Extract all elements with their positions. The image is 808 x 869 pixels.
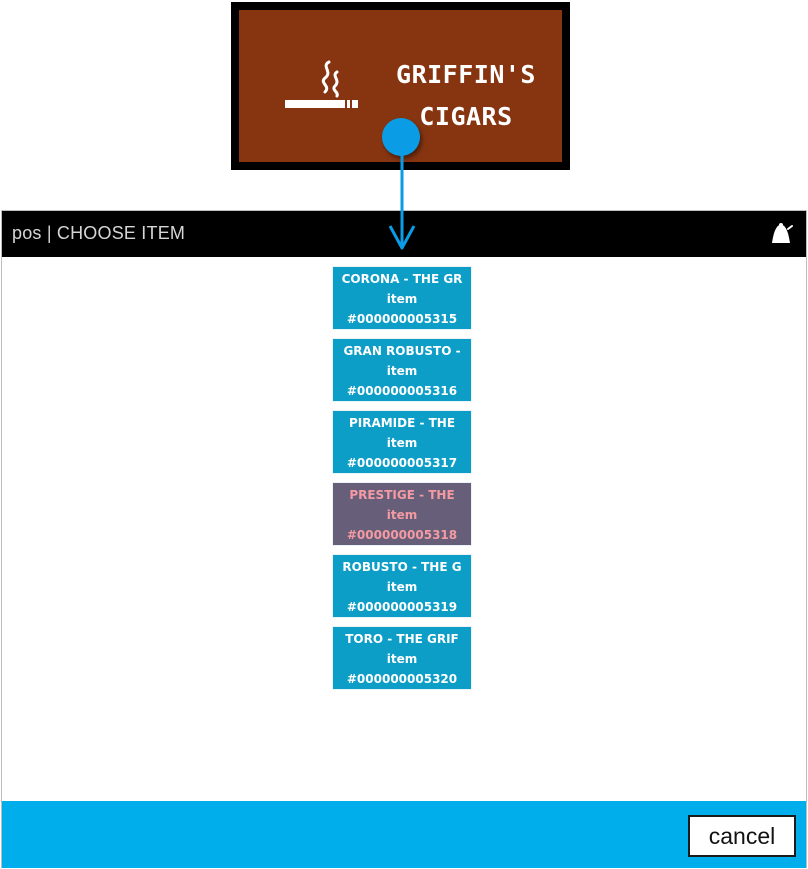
item-tile[interactable]: PIRAMIDE - THE item #000000005317 [332, 410, 472, 474]
item-label: item [386, 364, 418, 378]
item-name: CORONA - THE GR [341, 272, 463, 286]
item-name: TORO - THE GRIF [345, 632, 459, 646]
item-number: #000000005315 [346, 312, 458, 326]
title-bar: pos | CHOOSE ITEM [2, 211, 806, 257]
item-number: #000000005320 [346, 672, 458, 686]
item-label: item [386, 652, 418, 666]
item-tile[interactable]: CORONA - THE GR item #000000005315 [332, 266, 472, 330]
item-number: #000000005318 [346, 528, 458, 542]
item-name: PIRAMIDE - THE [348, 416, 456, 430]
window-title: pos | CHOOSE ITEM [12, 223, 186, 243]
brand-name-line2: CIGARS [419, 102, 513, 131]
item-number: #000000005316 [346, 384, 458, 398]
cigar-icon [285, 60, 358, 108]
item-name: ROBUSTO - THE G [342, 560, 462, 574]
item-tile[interactable]: ROBUSTO - THE G item #000000005319 [332, 554, 472, 618]
brand-name: GRIFFIN'S CIGARS [381, 54, 551, 138]
pointer-dot [382, 118, 420, 156]
item-label: item [386, 436, 418, 450]
item-name: GRAN ROBUSTO - [343, 344, 461, 358]
cancel-button[interactable]: cancel [688, 815, 796, 857]
item-number: #000000005317 [346, 456, 458, 470]
pos-window: pos | CHOOSE ITEM CORONA - THE GR item #00… [1, 210, 807, 868]
item-tile[interactable]: GRAN ROBUSTO - item #000000005316 [332, 338, 472, 402]
item-name: PRESTIGE - THE [349, 488, 455, 502]
brand-name-line1: GRIFFIN'S [396, 60, 536, 89]
item-label: item [386, 508, 418, 522]
item-label: item [386, 580, 418, 594]
item-tile[interactable]: TORO - THE GRIF item #000000005320 [332, 626, 472, 690]
item-tile[interactable]: PRESTIGE - THE item #000000005318 [332, 482, 472, 546]
bell-icon[interactable] [768, 221, 794, 247]
item-number: #000000005319 [346, 600, 458, 614]
footer-bar: cancel [2, 801, 806, 868]
brand-tile[interactable]: GRIFFIN'S CIGARS [231, 2, 570, 170]
pointer-arrow-icon [388, 150, 416, 250]
brand-tile-face: GRIFFIN'S CIGARS [239, 10, 562, 162]
item-label: item [386, 292, 418, 306]
